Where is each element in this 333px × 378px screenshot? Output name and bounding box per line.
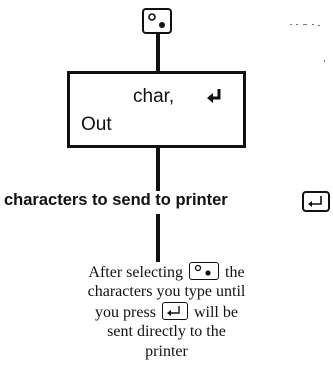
mode-key-icon [189, 262, 220, 280]
description-part2: the [225, 264, 245, 281]
prompt-text: characters to send to printer [4, 191, 228, 210]
description-part1: After selecting [88, 264, 184, 281]
connector-line [156, 214, 160, 262]
mode-key-icon [142, 8, 172, 34]
description-line5: printer [145, 343, 188, 360]
box-line2-text: Out [81, 114, 112, 135]
connector-line [156, 148, 160, 192]
description-line4: sent directly to the [107, 323, 226, 340]
function-box: char, Out [67, 71, 246, 148]
enter-key-icon [161, 302, 188, 320]
connector-line [156, 34, 160, 72]
description-line3: you press will be [0, 302, 333, 322]
description: After selecting the characters you type … [0, 262, 333, 362]
description-line2: characters you type until [87, 283, 246, 300]
enter-arrow-icon [206, 88, 224, 109]
description-part4: will be [193, 304, 238, 321]
enter-key-icon [302, 191, 330, 212]
box-line1-text: char, [133, 86, 175, 107]
description-part3: you press [95, 304, 156, 321]
description-line1: After selecting the [0, 262, 333, 282]
